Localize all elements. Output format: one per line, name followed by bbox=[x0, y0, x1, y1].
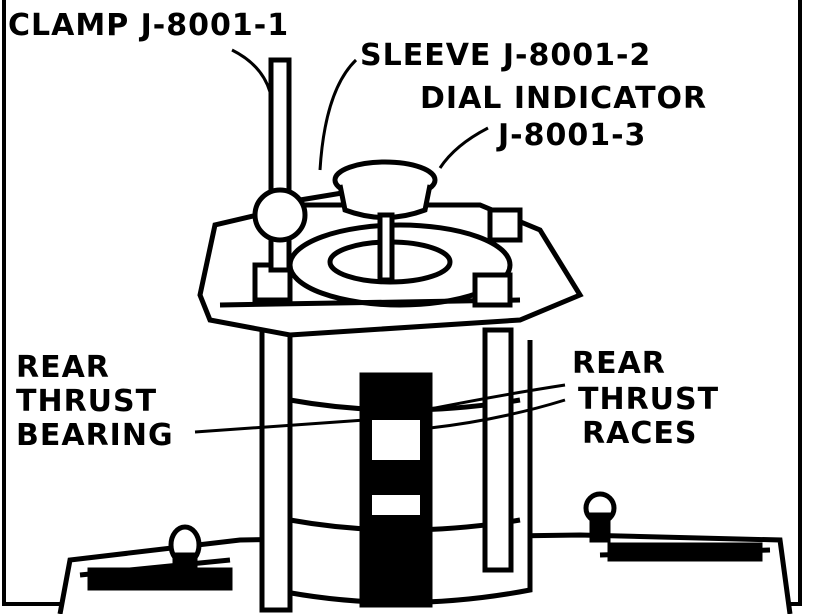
base-knob-right bbox=[583, 491, 617, 543]
base-knob-left bbox=[168, 524, 202, 583]
bearing-label-line1: REAR bbox=[16, 350, 110, 385]
clamp-label: CLAMP J-8001-1 bbox=[8, 8, 290, 43]
clamp-knob bbox=[252, 187, 308, 243]
races-label-line1: REAR bbox=[572, 346, 666, 381]
dial-indicator bbox=[332, 159, 438, 283]
races-label-line3: RACES bbox=[582, 416, 698, 451]
bearing-label-line2: THRUST bbox=[16, 384, 158, 419]
dial-indicator-label-line1: DIAL INDICATOR bbox=[420, 81, 708, 116]
bearing-label-line3: BEARING bbox=[16, 418, 174, 453]
leader-lines bbox=[194, 48, 566, 434]
races-label-line2: THRUST bbox=[578, 382, 720, 417]
dial-indicator-label-line2: J-8001-3 bbox=[498, 118, 647, 153]
housing-cylinder bbox=[272, 340, 533, 608]
sleeve-label: SLEEVE J-8001-2 bbox=[360, 38, 652, 73]
